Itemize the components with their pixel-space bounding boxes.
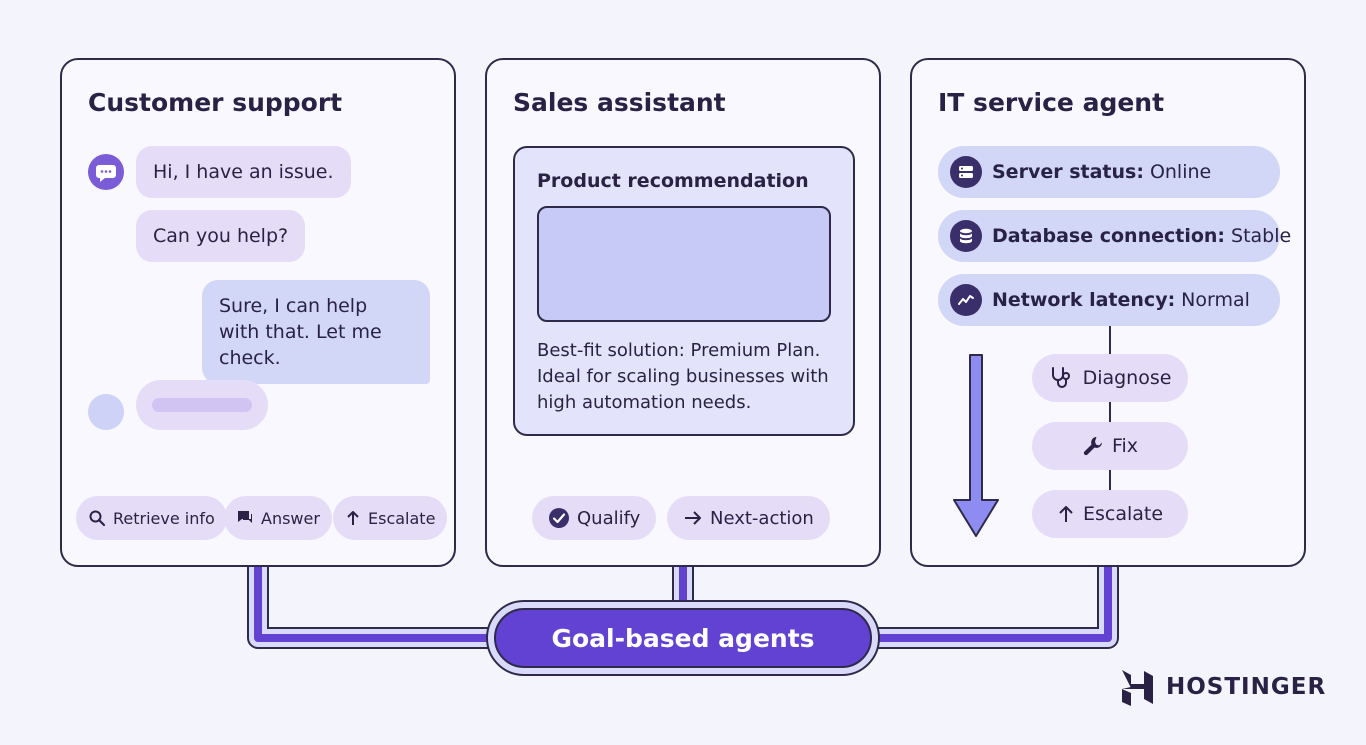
arrow-up-icon	[347, 511, 359, 525]
product-image-placeholder	[537, 206, 831, 322]
typing-placeholder-bar	[152, 398, 252, 412]
user-avatar	[88, 394, 124, 430]
chat-bubble-icon	[96, 165, 116, 182]
button-label: Retrieve info	[113, 508, 215, 528]
card-description: Best-fit solution: Premium Plan. Ideal f…	[537, 340, 829, 413]
card-title: Product recommendation	[537, 170, 809, 192]
brand-name: HOSTINGER	[1166, 674, 1327, 700]
qualify-button[interactable]: Qualify	[532, 496, 657, 540]
network-latency-row: Network latency: Normal	[938, 274, 1280, 326]
message-bubble-incoming: Can you help?	[136, 210, 306, 262]
hostinger-logo-icon	[1122, 670, 1153, 706]
button-label: Answer	[261, 508, 320, 528]
panel-title: IT service agent	[938, 88, 1165, 117]
retrieve-info-button[interactable]: Retrieve info	[76, 496, 227, 540]
typing-indicator	[136, 380, 268, 430]
product-recommendation-card: Product recommendation Best-fit solution…	[513, 146, 855, 436]
status-value: Stable	[1231, 225, 1292, 247]
message-bubble-incoming: Hi, I have an issue.	[136, 146, 351, 198]
server-icon	[950, 156, 982, 188]
hub-label: Goal-based agents	[494, 608, 872, 668]
fix-button[interactable]: Fix	[1032, 422, 1188, 470]
goal-based-agents-hub: Goal-based agents	[486, 600, 880, 676]
panel-title: Sales assistant	[513, 88, 726, 117]
status-value: Online	[1149, 161, 1212, 183]
wrench-icon	[1083, 437, 1102, 456]
status-label: Network latency:	[992, 289, 1176, 311]
answer-button[interactable]: Answer	[224, 496, 332, 540]
sales-assistant-panel: Sales assistant Product recommendation B…	[485, 58, 881, 567]
status-label: Database connection:	[992, 225, 1226, 247]
next-action-button[interactable]: Next-action	[667, 496, 830, 540]
flow-line	[1109, 326, 1111, 494]
panel-title: Customer support	[88, 88, 343, 117]
button-label: Escalate	[368, 508, 436, 528]
escalate-button[interactable]: Escalate	[333, 496, 448, 540]
it-service-agent-panel: IT service agent Server status: Online D…	[910, 58, 1306, 567]
reply-bubble-icon	[238, 511, 252, 523]
server-status-row: Server status: Online	[938, 146, 1280, 198]
button-label: Next-action	[710, 507, 814, 529]
search-icon	[89, 510, 106, 527]
diagnose-button[interactable]: Diagnose	[1032, 354, 1188, 402]
chart-line-icon	[950, 284, 982, 316]
escalate-step-button[interactable]: Escalate	[1032, 490, 1188, 538]
status-value: Normal	[1181, 289, 1250, 311]
database-icon	[950, 220, 982, 252]
check-circle-icon	[549, 508, 569, 528]
button-label: Qualify	[577, 507, 641, 529]
stethoscope-icon	[1051, 367, 1070, 388]
arrow-right-icon	[685, 511, 701, 525]
hostinger-logo: HOSTINGER	[1120, 668, 1326, 706]
down-arrow-icon	[953, 354, 999, 537]
arrow-up-icon	[1059, 506, 1073, 522]
database-connection-row: Database connection: Stable	[938, 210, 1291, 262]
message-bubble-reply: Sure, I can help with that. Let me check…	[202, 280, 430, 384]
button-label: Diagnose	[1082, 367, 1172, 389]
button-label: Fix	[1111, 435, 1139, 457]
button-label: Escalate	[1082, 503, 1164, 525]
customer-support-panel: Customer support Hi, I have an issue. Ca…	[60, 58, 456, 567]
status-label: Server status:	[992, 161, 1144, 183]
bot-avatar	[88, 154, 124, 190]
